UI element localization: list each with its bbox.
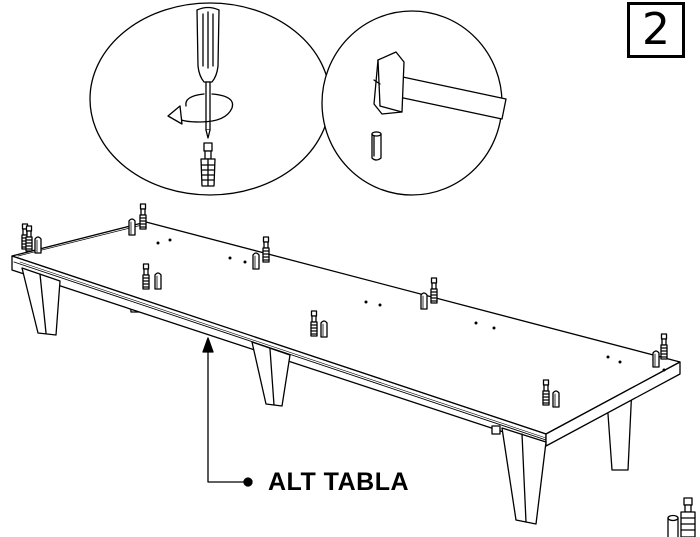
cam-bolt-icon <box>200 142 216 187</box>
step-number-box: 2 <box>627 2 685 58</box>
wooden-dowel-icon <box>371 131 382 161</box>
leg-icon <box>21 267 547 525</box>
step-number: 2 <box>642 4 670 55</box>
hammer-icon <box>373 51 507 120</box>
loose-parts <box>667 497 696 537</box>
detail-circle-hammer <box>321 10 507 196</box>
cam-bolt-icon <box>680 497 696 537</box>
wooden-dowel-icon <box>667 514 679 537</box>
bottom-panel-assembly <box>11 203 681 525</box>
detail-circle-screwdriver <box>89 2 331 196</box>
screwdriver-icon <box>196 6 220 139</box>
callout-leader <box>202 337 253 487</box>
rotate-arrow-icon <box>167 93 234 125</box>
part-label: ALT TABLA <box>268 468 410 496</box>
panel-holes <box>156 238 666 372</box>
